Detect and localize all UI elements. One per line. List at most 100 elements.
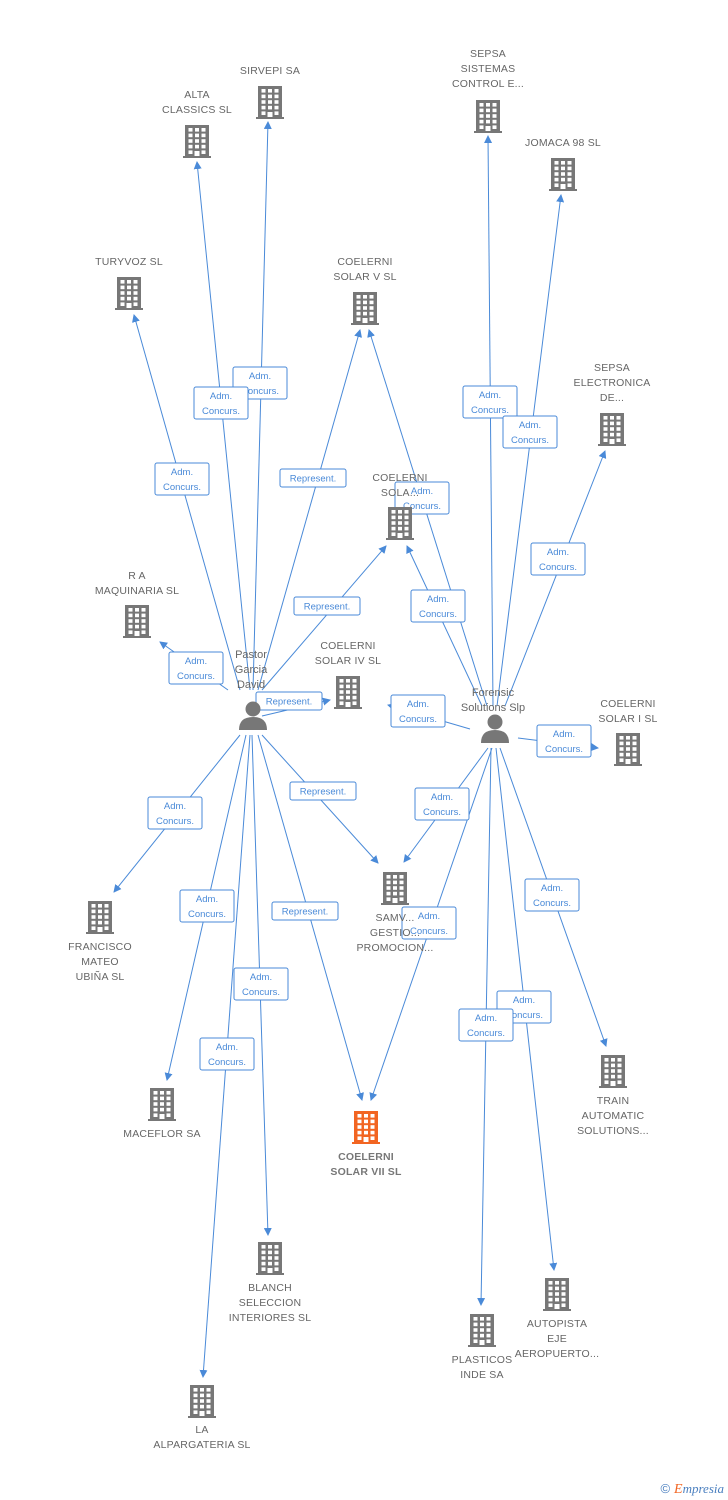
- relation-badge[interactable]: Adm. Concurs.: [390, 694, 446, 728]
- building-icon: [256, 1242, 284, 1275]
- relation-badge[interactable]: Represent.: [255, 691, 323, 711]
- building-icon: [543, 1278, 571, 1311]
- badge-box: [394, 481, 450, 515]
- building-icon: [474, 100, 502, 133]
- building-icon: [351, 292, 379, 325]
- badge-label: Adm.: [475, 1013, 497, 1024]
- company-label: COELERNI: [320, 640, 375, 652]
- relation-badge[interactable]: Adm.Concurs.: [168, 651, 224, 685]
- badge-label: Represent.: [282, 907, 328, 918]
- relation-badge[interactable]: Adm.Concurs.: [233, 967, 289, 1001]
- company-node-maceflor[interactable]: MACEFLOR SA: [123, 1088, 201, 1140]
- company-node-autopista[interactable]: AUTOPISTAEJEAEROPUERTO...: [515, 1278, 599, 1360]
- company-node-train[interactable]: TRAINAUTOMATICSOLUTIONS...: [577, 1055, 649, 1137]
- badges-layer: Adm. Concurs. Adm. Concurs. Adm. Concurs. Repr…: [147, 366, 592, 1071]
- building-icon: [86, 901, 114, 934]
- company-node-cs4[interactable]: COELERNI SOLAR IV SL: [315, 640, 381, 709]
- company-label: BLANCH: [248, 1282, 292, 1294]
- relation-badge[interactable]: Represent.: [271, 901, 339, 921]
- company-label: SOLAR I SL: [598, 713, 657, 725]
- relation-badge[interactable]: Adm.Concurs.: [530, 542, 586, 576]
- relation-badge[interactable]: Adm.Concurs.: [193, 386, 249, 420]
- relation-badge[interactable]: Adm.Concurs.: [147, 796, 203, 830]
- relation-badge[interactable]: Represent.: [279, 468, 347, 488]
- edge-forensic-to-sepsa_el: [504, 450, 607, 707]
- building-icon: [123, 605, 151, 638]
- company-node-sepsa_el[interactable]: SEPSAELECTRONICADE...: [574, 362, 651, 446]
- badge-box: [530, 542, 586, 576]
- relation-badge[interactable]: Adm.Concurs.: [179, 889, 235, 923]
- badge-label: Adm.: [411, 486, 433, 497]
- relation-badge[interactable]: Adm.Concurs.: [462, 385, 518, 419]
- badge-label: Adm.: [185, 656, 207, 667]
- badge-box: [458, 1008, 514, 1042]
- badge-label: Adm.: [407, 699, 429, 710]
- badge-label: Concurs.: [410, 926, 448, 937]
- company-node-turyvoz[interactable]: TURYVOZ SL: [95, 256, 163, 310]
- brand-initial: E: [674, 1482, 683, 1497]
- company-label: EJE: [547, 1333, 567, 1345]
- badge-label: Concurs.: [163, 482, 201, 493]
- badge-box: [168, 651, 224, 685]
- badge-label: Concurs.: [505, 1010, 543, 1021]
- badge-label: Represent.: [290, 474, 336, 485]
- badge-label: Concurs.: [399, 714, 437, 725]
- badge-box: [179, 889, 235, 923]
- company-label: ELECTRONICA: [574, 377, 651, 389]
- relation-badge[interactable]: Adm.Concurs.: [524, 878, 580, 912]
- person-label: Forensic: [472, 687, 515, 699]
- relation-badge[interactable]: Adm. Concurs.: [154, 462, 210, 496]
- relation-badge[interactable]: Adm.Concurs.: [458, 1008, 514, 1042]
- relation-badge[interactable]: Represent.: [289, 781, 357, 801]
- person-label: Pastor: [235, 649, 267, 661]
- badge-label: Adm.: [513, 995, 535, 1006]
- relation-badge[interactable]: Adm.Concurs.: [199, 1037, 255, 1071]
- badge-box: [279, 468, 347, 488]
- relation-badge[interactable]: Adm.Concurs.: [410, 589, 466, 623]
- company-label: MAQUINARIA SL: [95, 585, 179, 597]
- relation-badge[interactable]: Adm.Concurs.: [536, 724, 592, 758]
- badge-label: Concurs.: [242, 987, 280, 998]
- badge-box: [410, 589, 466, 623]
- badge-box: [233, 967, 289, 1001]
- company-label: INDE SA: [460, 1369, 503, 1381]
- badge-label: Concurs.: [188, 909, 226, 920]
- badge-box: [154, 462, 210, 496]
- edge-pastor-to-cs5: [257, 329, 362, 691]
- company-node-cs6[interactable]: COELERNISOLA...: [372, 472, 427, 540]
- company-label: AEROPUERTO...: [515, 1348, 599, 1360]
- person-label: Solutions Slp: [461, 702, 525, 714]
- company-node-jomaca[interactable]: JOMACA 98 SL: [525, 137, 601, 191]
- company-label: TURYVOZ SL: [95, 256, 163, 268]
- edge-pastor-to-sirvepi: [252, 121, 272, 691]
- badge-box: [289, 781, 357, 801]
- badge-box: [193, 386, 249, 420]
- company-label: SOLAR IV SL: [315, 655, 381, 667]
- relation-badge[interactable]: Adm.Concurs.: [502, 415, 558, 449]
- relation-badge[interactable]: Adm.Concurs.: [394, 481, 450, 515]
- relation-badge[interactable]: Adm.Concurs.: [414, 787, 470, 821]
- relation-badge[interactable]: Adm.Concurs.: [401, 906, 457, 940]
- badge-label: Adm.: [171, 467, 193, 478]
- company-label: SOLA...: [381, 487, 419, 499]
- company-node-samv[interactable]: SAMV...GESTIO...PROMOCION...: [356, 872, 433, 954]
- relation-badge[interactable]: Represent.: [293, 596, 361, 616]
- company-node-sirvepi[interactable]: SIRVEPI SA: [240, 65, 300, 119]
- footer-brand[interactable]: ©Empresia: [660, 1481, 724, 1498]
- badge-label: Adm.: [553, 729, 575, 740]
- company-label: SELECCION: [239, 1297, 301, 1309]
- company-label: SAMV...: [376, 912, 415, 924]
- badge-label: Adm.: [547, 547, 569, 558]
